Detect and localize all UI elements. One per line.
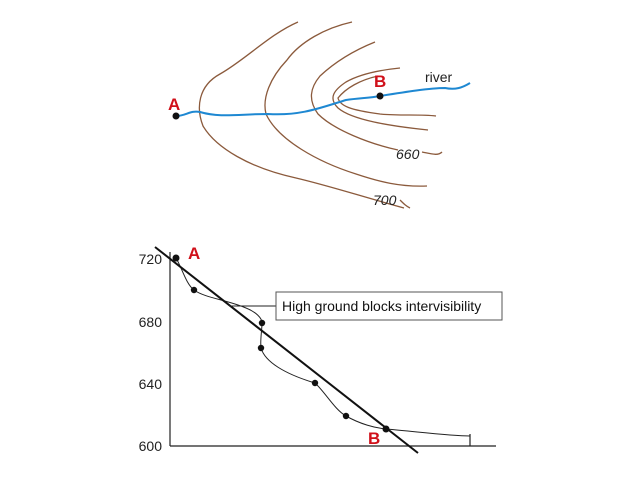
- elevation-profile: 720 680 640 600 A B High ground blocks i…: [139, 244, 503, 454]
- contour-line-6: [421, 151, 443, 155]
- point-a-marker: [172, 112, 180, 120]
- river-label: river: [425, 69, 453, 85]
- profile-point-b-label: B: [368, 429, 380, 448]
- y-tick-720: 720: [139, 251, 163, 267]
- terrain-profile-line: [175, 257, 471, 437]
- contour-label-660: 660: [396, 146, 420, 162]
- profile-point: [258, 319, 266, 327]
- contour-line-5: [337, 75, 437, 117]
- profile-point: [257, 344, 265, 352]
- callout-text: High ground blocks intervisibility: [282, 298, 481, 314]
- profile-point-b: [382, 425, 390, 433]
- contour-label-700: 700: [373, 192, 397, 208]
- profile-point: [342, 412, 350, 420]
- profile-point: [190, 286, 198, 294]
- river-line: [175, 82, 471, 117]
- profile-point-a: [172, 254, 180, 262]
- contour-lines: [198, 21, 443, 209]
- map-point-b-label: B: [374, 72, 386, 91]
- point-b-marker: [376, 92, 384, 100]
- contour-line-7: [399, 199, 411, 209]
- line-of-sight: [154, 246, 419, 454]
- contour-line-1: [198, 21, 405, 209]
- y-tick-680: 680: [139, 314, 163, 330]
- map-point-a-label: A: [168, 95, 180, 114]
- contour-line-3: [310, 41, 399, 151]
- contour-map: A B river 660 700: [168, 21, 471, 209]
- callout-box: [275, 291, 503, 321]
- y-tick-600: 600: [139, 438, 163, 454]
- contour-line-4: [332, 67, 429, 131]
- y-tick-640: 640: [139, 376, 163, 392]
- contour-line-2: [264, 21, 428, 187]
- profile-point-a-label: A: [188, 244, 200, 263]
- profile-point: [311, 379, 319, 387]
